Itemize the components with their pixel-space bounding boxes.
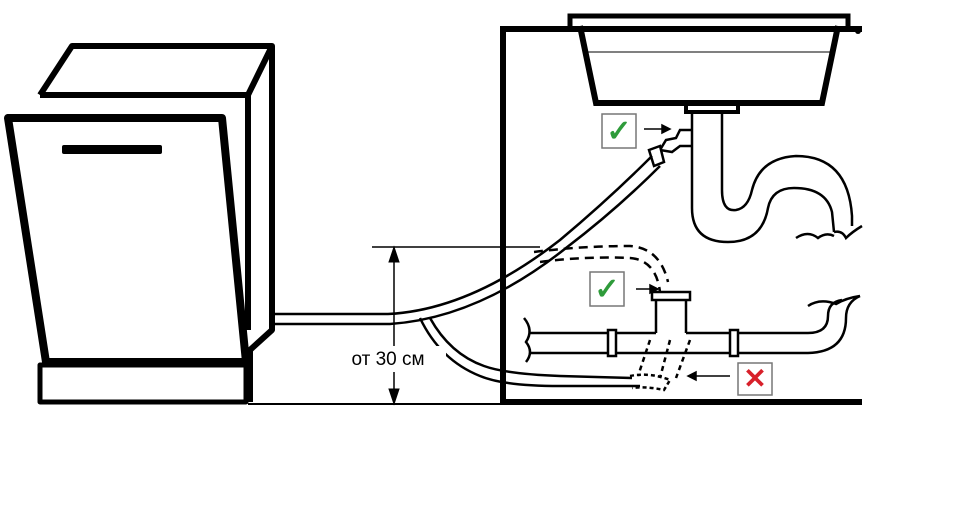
sink-bowl [577, 25, 841, 106]
drain-pipe [523, 290, 861, 392]
height-dimension-label: от 30 см [351, 349, 424, 370]
pipe-joint [728, 328, 740, 358]
dishwasher-plinth [37, 362, 249, 405]
dishwasher-door-handle [62, 145, 162, 154]
drain-hose [272, 155, 670, 388]
check-icon: ✓ [606, 115, 631, 148]
marker-drain-top-correct: ✓ [589, 271, 625, 307]
dishwasher-body [37, 43, 275, 402]
height-dimension [372, 245, 540, 406]
sink-cabinet [500, 26, 862, 405]
tee-fitting-cap [650, 290, 692, 302]
pointer-arrows [636, 123, 730, 382]
dishwasher-top-front-edge [40, 44, 275, 98]
siphon-trap [690, 112, 863, 244]
cross-icon: ✕ [743, 363, 766, 394]
sink [567, 13, 861, 114]
sink-rim [567, 13, 851, 32]
check-icon: ✓ [594, 273, 619, 306]
dishwasher [4, 43, 275, 405]
marker-sink-outlet-correct: ✓ [601, 113, 637, 149]
pipe-joint [606, 328, 618, 358]
sink-drain-collar [684, 101, 740, 114]
marker-drain-bottom-incorrect: ✕ [737, 362, 773, 396]
sink-side-outlet [647, 128, 692, 168]
dishwasher-door [4, 114, 250, 366]
